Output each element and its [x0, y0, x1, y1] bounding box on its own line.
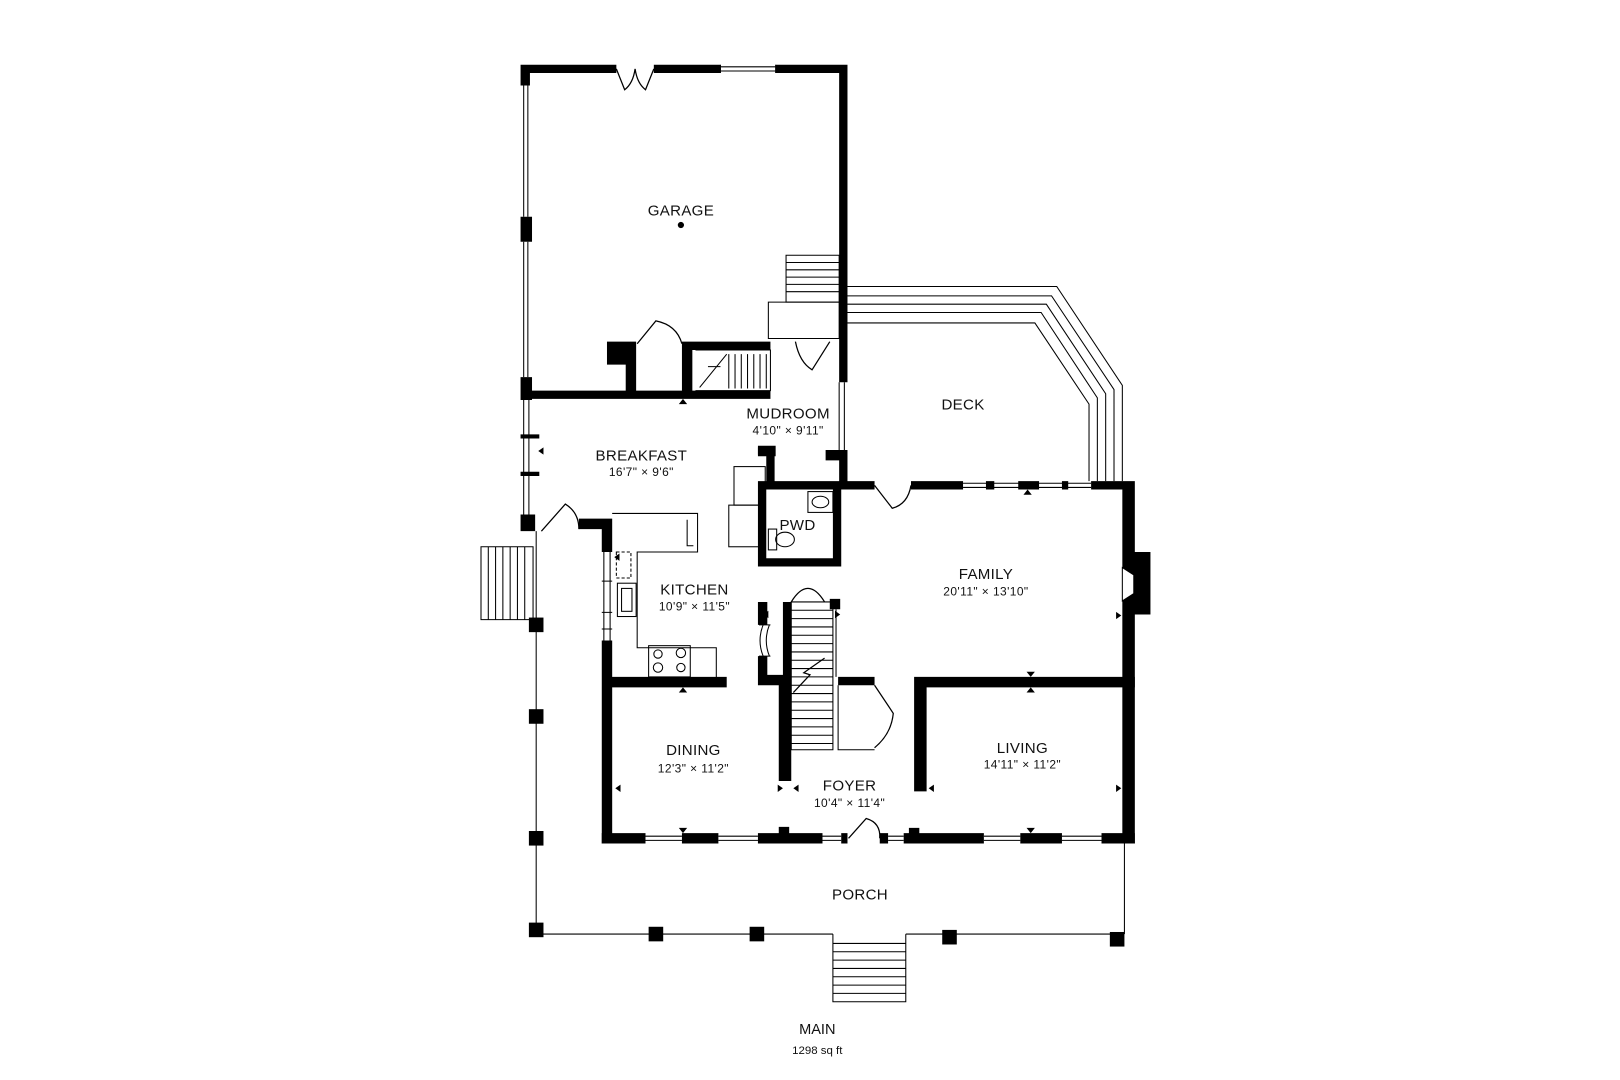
porch-side-steps: [480, 546, 534, 621]
stair-break-line: [792, 657, 825, 693]
staircase: [790, 601, 837, 751]
floor-name: MAIN: [799, 1022, 835, 1038]
garage: GARAGE: [520, 64, 848, 400]
living-walls: [914, 676, 1135, 792]
porch-post: [528, 709, 544, 724]
garage-steps: [785, 254, 840, 303]
foyer-dims: 10'4" × 11'4": [814, 796, 885, 810]
garage-stairs: [695, 349, 771, 392]
garage-walls: [520, 64, 848, 400]
family: FAMILY 20'11" × 13'10": [839, 481, 1151, 844]
garage-label: GARAGE: [648, 203, 714, 220]
deck-door: [874, 484, 912, 509]
kitchen-dims: 10'9" × 11'5": [659, 599, 730, 613]
pwd-vanity: [807, 491, 834, 513]
foyer: FOYER 10'4" × 11'4": [814, 777, 885, 810]
stove-burner: [675, 647, 687, 659]
front-windows: [645, 835, 1102, 841]
pwd-sink: [811, 495, 830, 509]
breakfast-door: [540, 503, 580, 532]
kitchen-label: KITCHEN: [660, 582, 728, 599]
front-door: [848, 817, 881, 839]
porch-post: [528, 830, 544, 846]
kitchen-window: [601, 551, 613, 641]
porch-label: PORCH: [832, 887, 888, 904]
front-wall-segments: [601, 826, 1135, 844]
closet-door: [874, 684, 894, 749]
closet-wall: [838, 676, 875, 686]
dishwasher: [615, 551, 632, 579]
refrigerator: [728, 504, 766, 548]
garage-landing: [767, 301, 840, 340]
porch-post: [1109, 931, 1125, 947]
stove-burner: [653, 649, 663, 659]
pwd-label: PWD: [779, 517, 815, 534]
garage-closet-door: [636, 320, 683, 345]
family-windows: [963, 482, 1092, 488]
garage-double-door: [615, 68, 655, 91]
pwd-toilet-bowl: [775, 531, 795, 548]
fireplace-firebox: [1121, 566, 1135, 602]
pwd: PWD: [757, 481, 842, 567]
dining-label: DINING: [666, 742, 721, 759]
deck-label: DECK: [941, 396, 984, 413]
stair-arch: [790, 587, 826, 603]
breakfast-window: [523, 398, 530, 516]
living-label: LIVING: [997, 740, 1048, 757]
breakfast-dims: 16'7" × 9'6": [609, 465, 674, 479]
stove: [648, 645, 691, 678]
garage-center-dot: [677, 221, 685, 229]
stair-bay-window: [758, 624, 771, 657]
porch-post: [749, 926, 765, 942]
deck: DECK: [847, 285, 1123, 482]
mudroom-window: [838, 382, 845, 451]
breakfast-label: BREAKFAST: [596, 447, 688, 464]
family-label: FAMILY: [959, 566, 1013, 583]
living-dims: 14'11" × 11'2": [984, 758, 1061, 772]
dining: DINING 12'3" × 11'2": [658, 742, 729, 776]
dining-dims: 12'3" × 11'2": [658, 762, 729, 776]
kitchen-sink: [616, 582, 637, 618]
deck-railing: [847, 285, 1123, 482]
kitchen-counter: [612, 512, 717, 679]
porch-post: [528, 617, 544, 633]
porch-outline: [535, 531, 1125, 935]
porch-post: [528, 922, 544, 938]
foyer-label: FOYER: [823, 777, 877, 794]
porch-post: [942, 929, 957, 945]
stove-burner: [676, 662, 686, 673]
kitchen-walls: [601, 640, 727, 844]
mudroom: MUDROOM 4'10" × 9'11": [746, 382, 848, 490]
breakfast-walls: [520, 434, 613, 552]
family-walls: [839, 481, 1151, 844]
stair-walls: [757, 598, 841, 782]
floor-area: 1298 sq ft: [792, 1045, 843, 1057]
mudroom-door: [794, 341, 831, 371]
porch: PORCH: [480, 531, 1125, 1003]
kitchen: KITCHEN 10'9" × 11'5": [601, 512, 730, 844]
pwd-toilet-tank: [767, 528, 778, 551]
front-wall: [601, 817, 1135, 844]
mudroom-label: MUDROOM: [746, 406, 829, 423]
living: LIVING 14'11" × 11'2": [914, 676, 1135, 792]
porch-front-steps: [832, 934, 907, 1003]
pwd-walls: [757, 481, 842, 567]
porch-post: [648, 926, 664, 942]
garage-windows: [523, 64, 777, 378]
closet-outline: [837, 685, 875, 751]
stairs: [757, 587, 894, 782]
family-dims: 20'11" × 13'10": [943, 585, 1028, 599]
mudroom-dims: 4'10" × 9'11": [753, 423, 824, 437]
breakfast: BREAKFAST 16'7" × 9'6": [520, 398, 766, 552]
stove-burner: [652, 662, 664, 673]
kitchen-sink-basin: [621, 587, 633, 612]
